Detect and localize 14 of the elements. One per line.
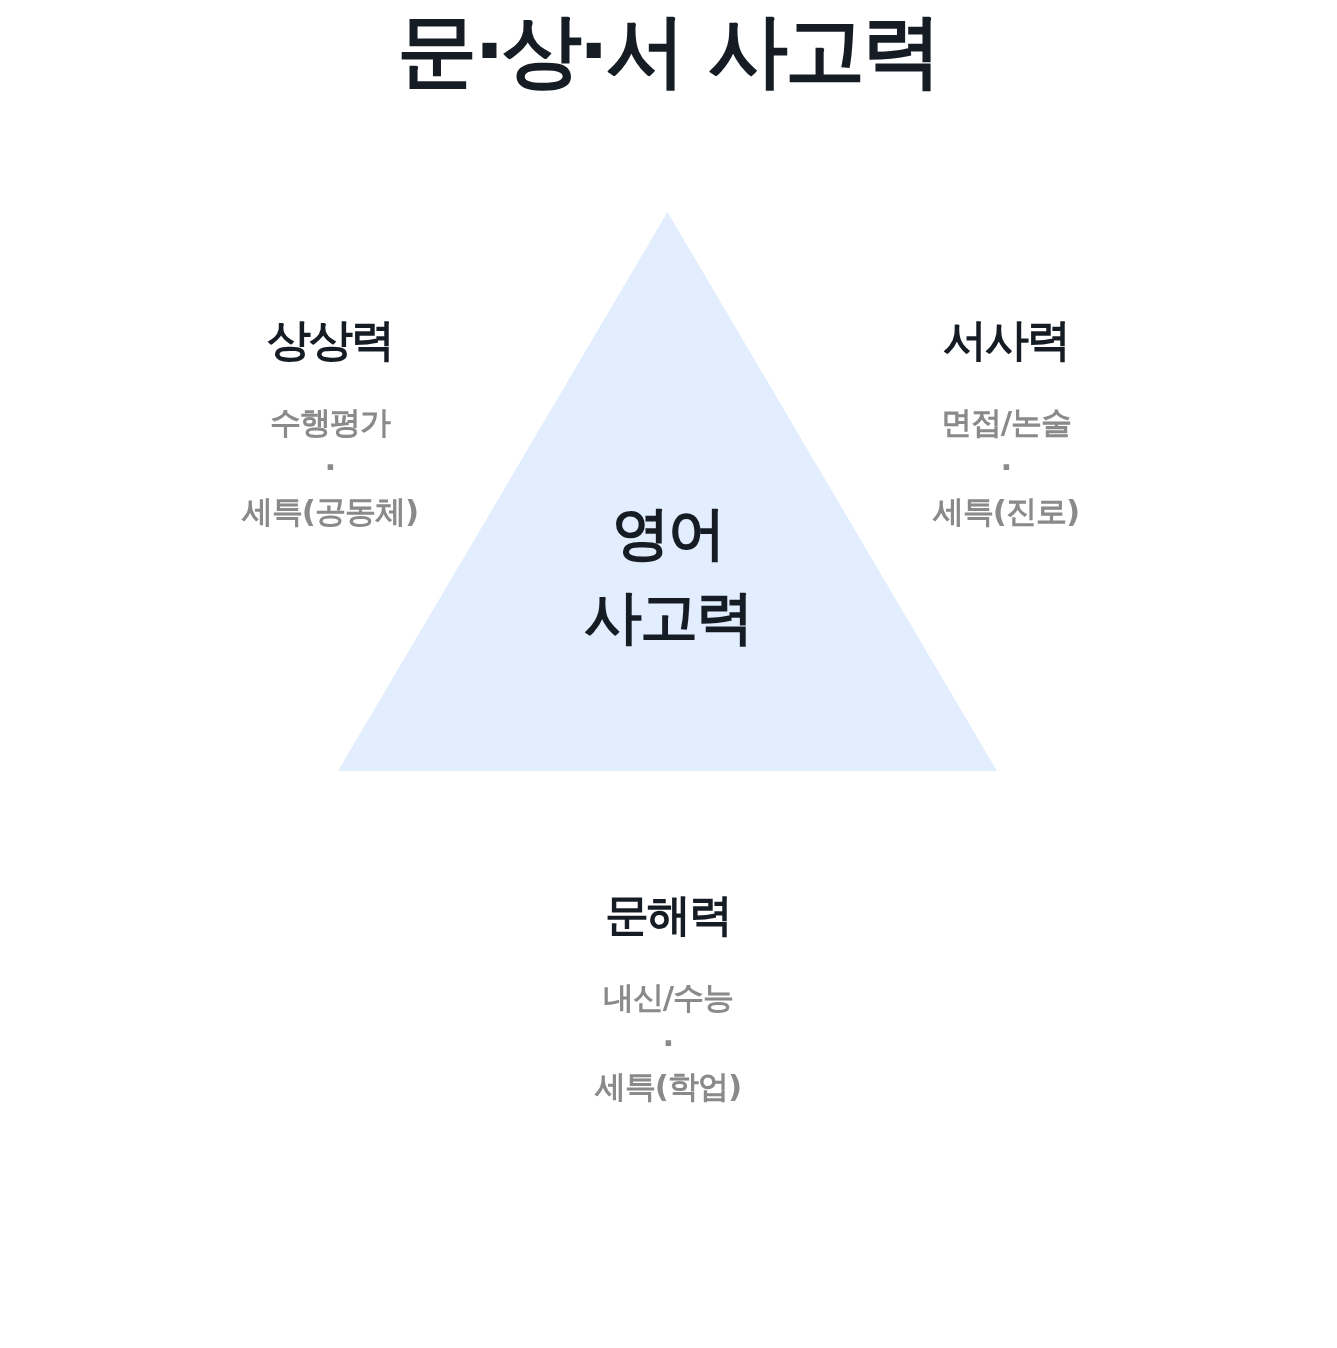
label-text: 수행평가 [270,403,390,442]
label-text: 세특(학업) [594,1067,742,1106]
section-heading: 문해력 [605,887,731,942]
separator-dot: · [1000,449,1012,485]
label-text: 내신/수능 [602,978,734,1017]
label-text: 면접/논술 [940,403,1072,442]
title: 문·상·서 사고력 [397,3,939,99]
label-text: 세특(진로) [932,492,1080,531]
separator-dot: · [324,449,336,485]
triangle-label: 영어 사고력 [583,498,753,653]
section-heading: 서사력 [943,312,1069,367]
separator-dot: · [662,1025,674,1061]
section-heading: 상상력 [267,312,393,367]
label-text: 세특(공동체) [241,492,419,531]
